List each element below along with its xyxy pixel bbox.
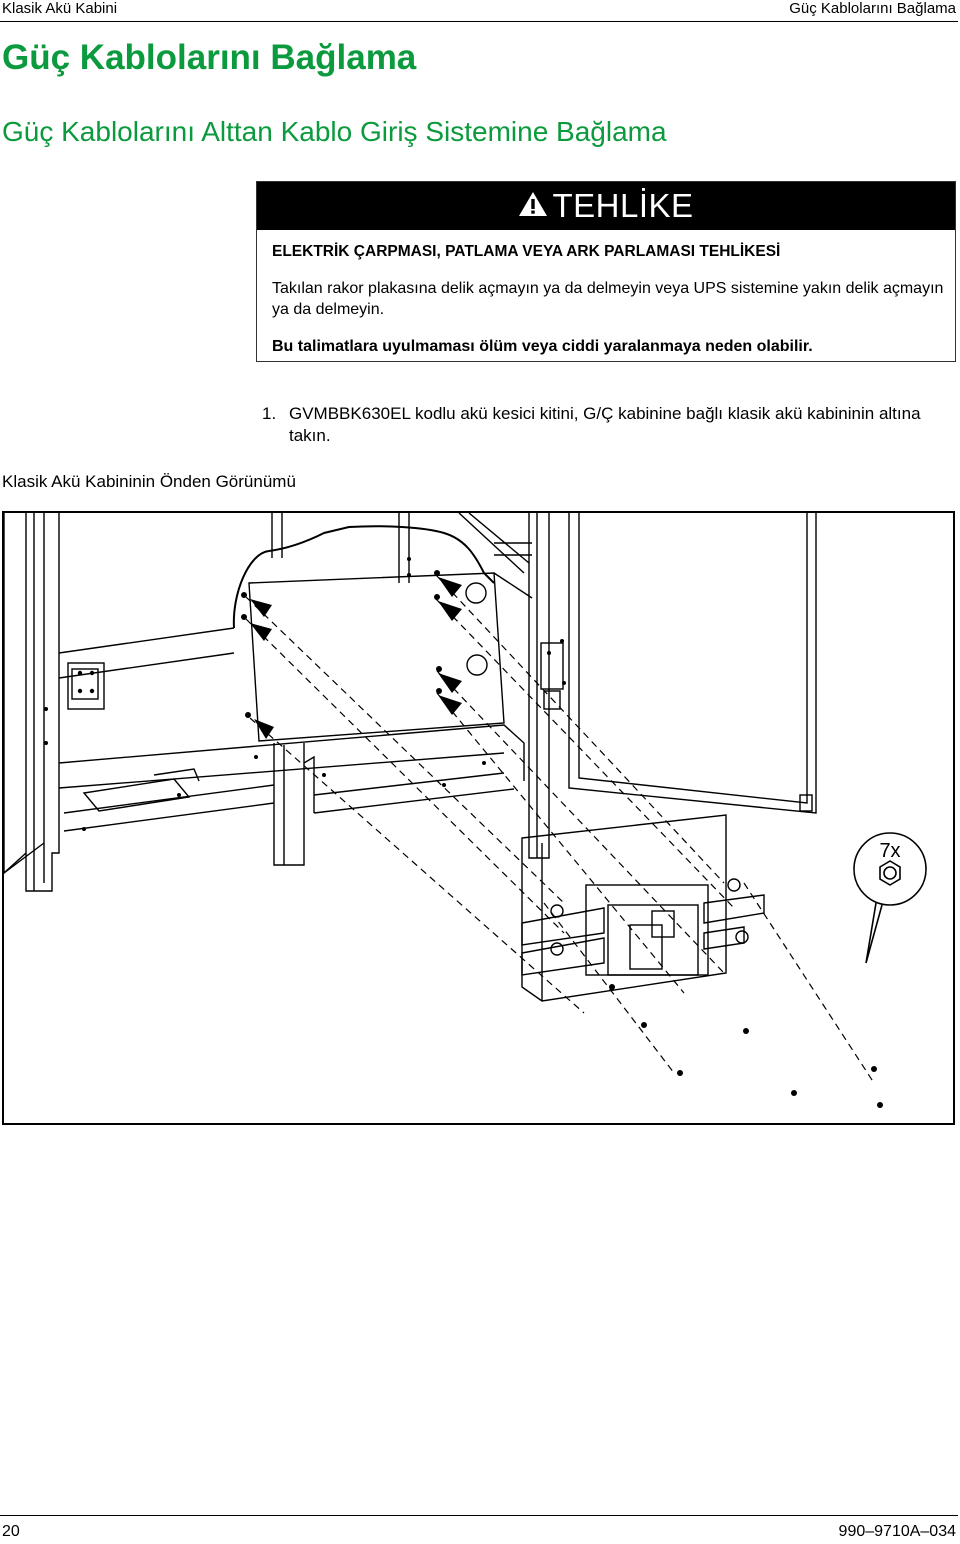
callout-quantity: 7x [879,840,900,862]
danger-consequence: Bu talimatlara uyulmaması ölüm veya cidd… [272,338,813,355]
section-title: Güç Kablolarını Alttan Kablo Giriş Siste… [2,116,667,147]
page-title: Güç Kablolarını Bağlama [2,38,417,77]
warning-triangle-icon [518,187,548,225]
document-id: 990–9710A–034 [838,1523,956,1540]
danger-header: TEHLİKE [257,182,955,230]
running-header-left: Klasik Akü Kabini [2,0,118,17]
cabinet-illustration: 7x [2,511,955,1125]
header-rule [0,21,958,22]
danger-label: TEHLİKE [552,187,694,224]
running-header-right: Güç Kablolarını Bağlama [789,0,956,17]
step-number: 1. [262,404,277,423]
footer-rule [0,1515,958,1516]
danger-body: Takılan rakor plakasına delik açmayın ya… [272,280,944,318]
danger-hazard: ELEKTRİK ÇARPMASI, PATLAMA VEYA ARK PARL… [272,243,781,260]
figure-caption: Klasik Akü Kabininin Önden Görünümü [2,472,296,491]
step-1: 1. GVMBBK630EL kodlu akü kesici kitini, … [262,403,952,447]
page-number: 20 [2,1523,20,1540]
step-text: GVMBBK630EL kodlu akü kesici kitini, G/Ç… [289,404,921,445]
danger-box: TEHLİKE ELEKTRİK ÇARPMASI, PATLAMA VEYA … [256,181,956,362]
